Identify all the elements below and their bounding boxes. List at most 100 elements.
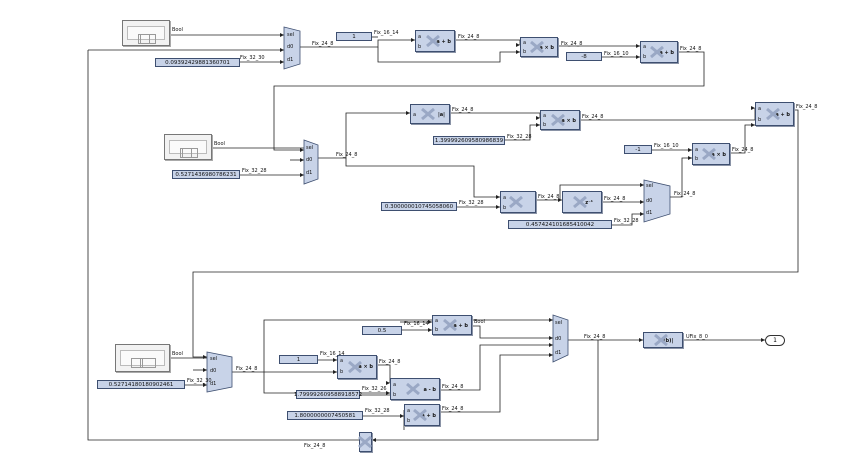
mux1-d0: d0 — [287, 44, 294, 50]
op-a-plus-b: a + b — [659, 50, 674, 56]
signal-label: Fix_24_8 — [442, 384, 464, 390]
signal-label: Bool — [172, 351, 183, 357]
signal-label: Fix_24_8 — [236, 366, 258, 372]
op-a-times-b: a × b — [561, 118, 576, 124]
mux4-d1: d1 — [210, 381, 217, 387]
op-z-inverse: z⁻¹ — [585, 200, 593, 206]
signal-label: Fix_24_8 — [336, 152, 358, 158]
mult-block-3[interactable]: a b a × b — [692, 143, 730, 165]
mux5-sel: sel — [555, 320, 563, 326]
port-b: b — [418, 44, 422, 50]
signal-label: Fix_24_8 — [538, 194, 560, 200]
mux2-d1: d1 — [306, 170, 313, 176]
constant-block-3[interactable]: -8 — [566, 52, 602, 61]
port-b: b — [758, 117, 762, 123]
constant-block-2[interactable]: 1 — [336, 32, 372, 41]
signal-label: Bool — [172, 27, 183, 33]
signal-label: Fix_24_8 — [732, 147, 754, 153]
port-b: b — [435, 327, 439, 333]
xilinx-logo-icon — [405, 383, 420, 395]
signal-label: Fix_32_28 — [507, 134, 532, 140]
constant-block-11[interactable]: 0.52714180180902461 — [97, 380, 185, 389]
bool-input-block-2[interactable] — [164, 134, 212, 160]
mux5-d1: d1 — [555, 350, 562, 356]
mux3-d0: d0 — [646, 198, 653, 204]
signal-label: Fix_24_8 — [674, 191, 696, 197]
constant-block-8[interactable]: 0.457424101685410042 — [508, 220, 612, 229]
port-a: a — [435, 318, 439, 324]
op-a-times-b: a × b — [711, 152, 726, 158]
port-b: b — [407, 418, 411, 424]
signal-label: Fix_24_8 — [304, 443, 326, 449]
abs-block-1[interactable]: a |a| — [410, 104, 450, 124]
constant-block-13[interactable]: 1.8000000007450581 — [287, 411, 363, 420]
signal-label: Fix_16_10 — [654, 143, 679, 149]
mult-block-1[interactable]: a b a × b — [520, 37, 558, 57]
port-b: b — [503, 205, 507, 211]
port-b: b — [340, 369, 344, 375]
constant-block-1[interactable]: 0.09392429881360701 — [155, 58, 240, 67]
port-a: a — [393, 382, 397, 388]
mux-shape-1 — [283, 26, 301, 70]
mult-block-4[interactable]: a b a × b — [337, 355, 377, 379]
mux-shape-4 — [206, 351, 233, 393]
constant-block-12[interactable]: 1.799992609588918572 — [293, 390, 363, 399]
port-a: a — [695, 147, 699, 153]
signal-label: Fix_24_8 — [379, 359, 401, 365]
addsub-block-1[interactable]: a b a + b — [415, 30, 455, 52]
signal-label: Fix_24_8 — [604, 196, 626, 202]
xilinx-logo-icon — [551, 114, 566, 126]
port-a: a — [643, 44, 647, 50]
mux4-d0: d0 — [210, 368, 217, 374]
port-b: b — [695, 156, 699, 162]
xilinx-logo-icon — [650, 46, 665, 58]
signal-label: Bool — [474, 319, 485, 325]
port-a: a — [758, 106, 762, 112]
delay-block-1[interactable]: z⁻¹ — [562, 191, 602, 213]
signal-label: Fix_24_8 — [458, 34, 480, 40]
constant-block-4[interactable]: 0.5271436980786231 — [172, 170, 240, 179]
mult-block-2[interactable]: a b a × b — [540, 110, 580, 130]
signal-label: UFix_8_0 — [686, 334, 708, 340]
constant-block-10[interactable]: 1 — [279, 355, 318, 364]
signal-label: Fix_16_10 — [604, 51, 629, 57]
relational-block-2[interactable]: a b a + b — [432, 315, 472, 335]
port-b: b — [393, 392, 397, 398]
signal-label: Fix_24_8 — [312, 41, 334, 47]
bool-input-block-1[interactable] — [122, 20, 170, 46]
signal-label: Fix_32_28 — [365, 408, 390, 414]
op-a-times-b: a × b — [539, 45, 554, 51]
addsub-block-4[interactable]: a b a - b — [390, 378, 440, 400]
xilinx-logo-icon — [573, 196, 588, 208]
xilinx-logo-icon — [348, 361, 363, 373]
addsub-block-2[interactable]: a b a + b — [640, 41, 678, 63]
constant-block-9[interactable]: 0.5 — [362, 326, 402, 335]
op-convert: |a(b)| — [658, 338, 674, 344]
relational-block-1[interactable]: a b — [500, 191, 536, 213]
xilinx-logo-icon — [530, 41, 545, 53]
op-a-plus-b: a + b — [436, 39, 451, 45]
signal-label: Fix_24_8 — [796, 104, 818, 110]
outport-1[interactable]: 1 — [765, 335, 785, 346]
constant-block-5[interactable]: 1.399992609580986839 — [433, 136, 505, 145]
delay-block-2[interactable] — [357, 432, 372, 452]
op-abs: |a| — [437, 112, 445, 118]
addsub-block-3[interactable]: a b a + b — [755, 102, 794, 126]
constant-block-7[interactable]: 0.300000010745058060 — [381, 202, 457, 211]
xilinx-logo-icon — [443, 319, 458, 331]
signal-label: Bool — [214, 141, 225, 147]
convert-block-1[interactable]: |a(b)| — [643, 332, 683, 348]
signal-label: Fix_16_14 — [404, 321, 429, 327]
xilinx-logo-icon — [509, 196, 524, 208]
constant-block-6[interactable]: -1 — [624, 145, 652, 154]
bool-input-block-3[interactable] — [115, 344, 170, 372]
signal-label: Fix_32_28 — [242, 168, 267, 174]
xilinx-logo-icon — [413, 409, 428, 421]
addsub-block-5[interactable]: a b a + b — [404, 404, 440, 426]
xilinx-logo-icon — [702, 148, 717, 160]
port-a: a — [543, 113, 547, 119]
signal-label: Fix_32_30 — [240, 55, 265, 61]
port-a: a — [418, 34, 422, 40]
